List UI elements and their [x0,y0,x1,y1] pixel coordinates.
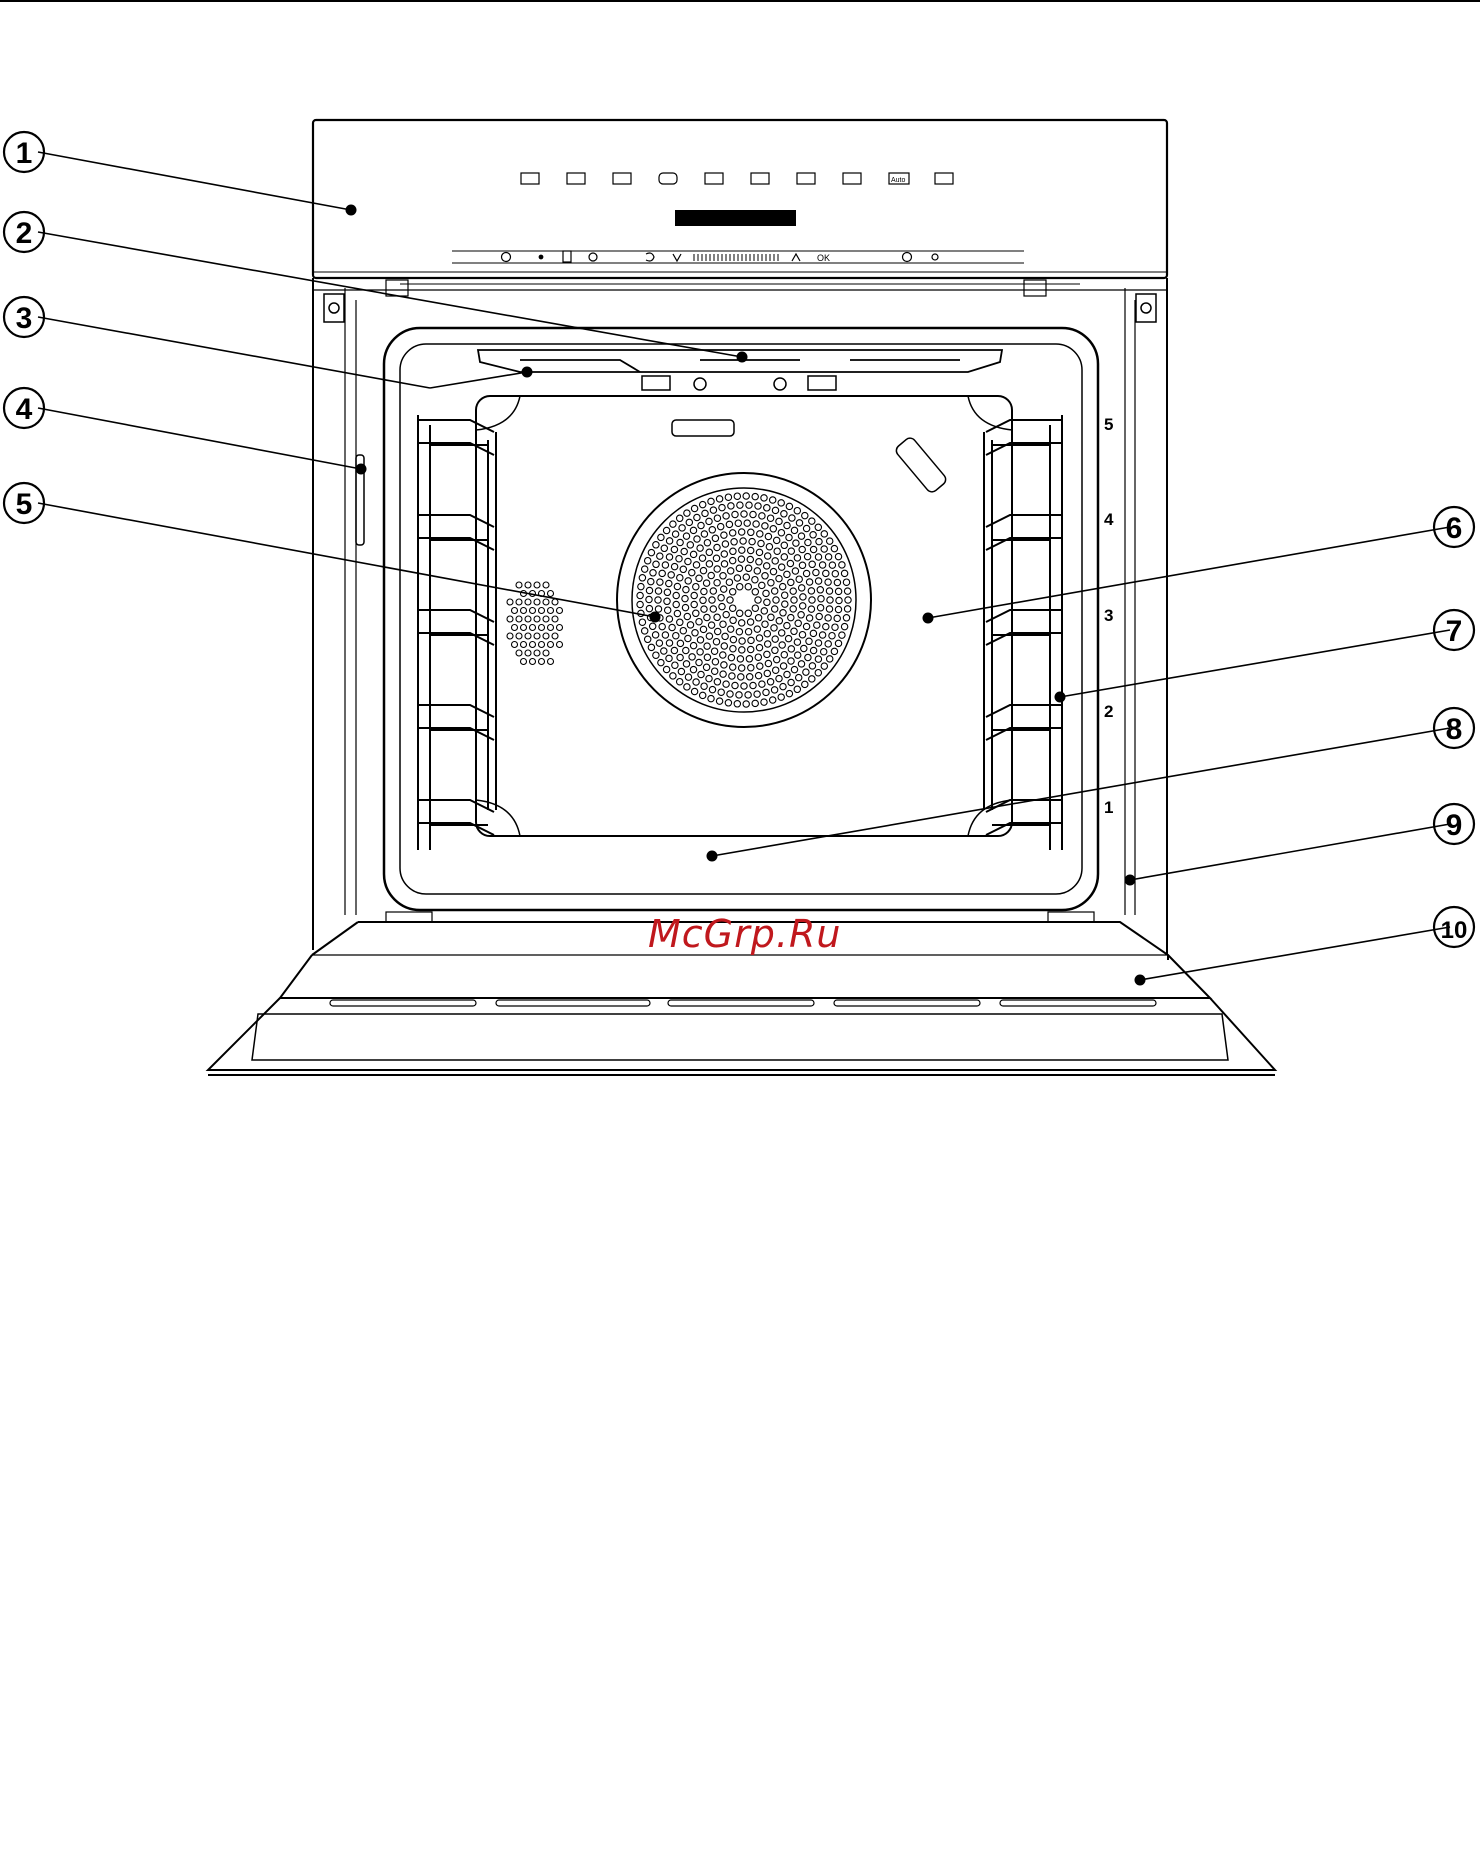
callout-10-label: 10 [1441,917,1468,944]
callout-7-label: 7 [1446,615,1463,648]
defrost-icon [843,173,861,184]
bottom-heat-icon [613,173,631,184]
callout-6-label: 6 [1446,512,1463,545]
shelf-level-2: 2 [1104,702,1113,721]
shelf-level-4: 4 [1104,510,1114,529]
timer-minute-icon [589,253,597,261]
fan-grill-icon [521,173,539,184]
callout-5-label: 5 [16,488,33,521]
leader-lines [38,152,1450,980]
door-icon [563,251,571,262]
callout-3-label: 3 [16,302,33,335]
shelf-level-labels: 5 4 3 2 1 [1104,415,1114,817]
special-program-icon [935,173,953,184]
slider-scale [694,254,778,261]
callout-dots [346,205,1146,986]
fan-cover [617,473,871,727]
callout-4-label: 4 [16,393,33,426]
callout-badges: 1 2 3 4 5 6 7 8 [4,132,1474,947]
right-shelf-runners [984,415,1062,850]
auto-label: Auto [891,177,906,184]
callout-8: 8 [1434,708,1474,748]
callout-6: 6 [1434,507,1474,547]
clock-icon [903,253,912,262]
callout-7: 7 [1434,610,1474,650]
callout-1-label: 1 [16,137,33,170]
shelf-level-5: 5 [1104,415,1113,434]
top-bottom-heat-icon [567,173,585,184]
left-shelf-runners [418,415,496,850]
fan-grill-2-icon [797,173,815,184]
sensor-dot [539,255,543,259]
callout-9-label: 9 [1446,809,1463,842]
shelf-level-1: 1 [1104,798,1113,817]
callout-9: 9 [1434,804,1474,844]
callout-10: 10 [1434,907,1474,947]
sensor-controls [502,251,939,262]
watermark: McGrp.Ru [648,912,841,956]
fan-perforation [637,493,851,707]
callout-2-label: 2 [16,217,33,250]
power-icon [502,253,511,262]
down-arrow-icon [673,254,681,261]
control-panel [313,120,1167,278]
display-screen [675,210,796,226]
back-icon [646,253,654,261]
shelf-level-3: 3 [1104,606,1113,625]
up-arrow-icon [792,254,800,261]
intensive-icon [659,173,677,184]
light-icon [932,254,938,260]
mode-icon-row [521,173,953,184]
callout-8-label: 8 [1446,713,1463,746]
ok-label: OK [817,253,830,263]
grill-full-icon [751,173,769,184]
fan-plus-icon [705,173,723,184]
